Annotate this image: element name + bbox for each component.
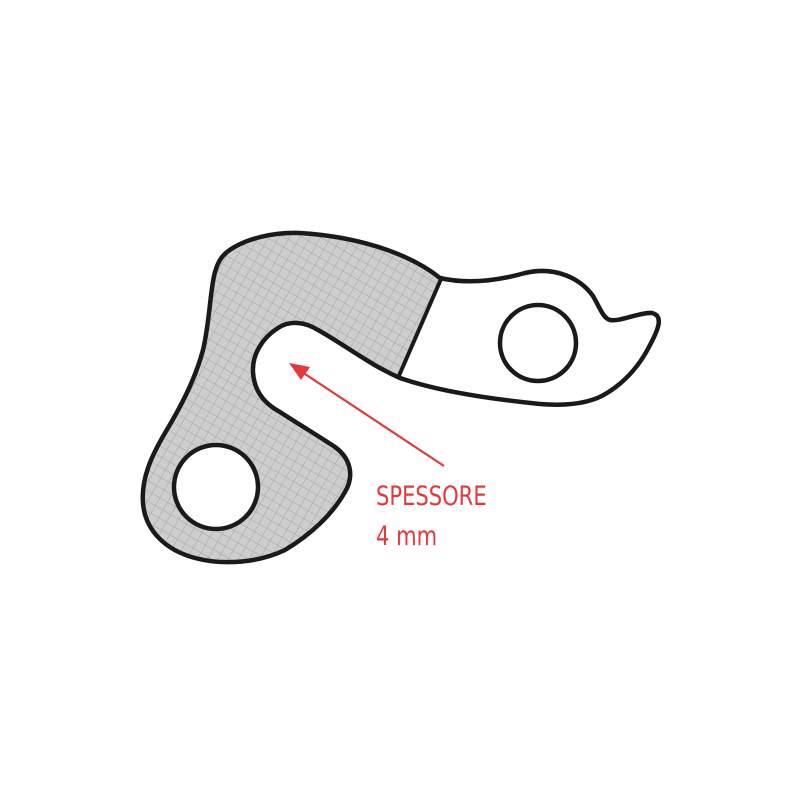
annotation-arrow-head <box>289 363 310 380</box>
mounting-hole-left <box>171 442 261 532</box>
annotation-line-1: SPESSORE <box>376 481 487 512</box>
section-divider <box>396 278 443 379</box>
annotation-line-2: 4 mm <box>376 521 438 552</box>
mounting-hole-right <box>497 302 579 384</box>
annotation-arrow-shaft <box>301 371 445 467</box>
